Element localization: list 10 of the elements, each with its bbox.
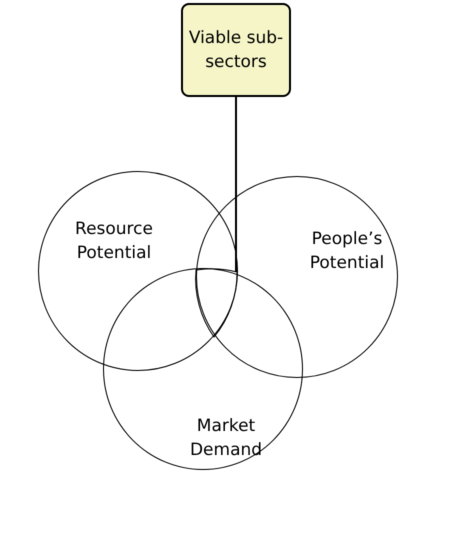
box-label: Viable sub-sectors: [188, 27, 284, 74]
circle-label: People’s Potential: [308, 228, 386, 275]
overlap-region: [194, 266, 239, 340]
leader-line: [235, 97, 237, 272]
label-box: [181, 3, 291, 97]
venn-circle: [38, 171, 238, 371]
circle-label: Market Demand: [188, 415, 264, 462]
circle-label: Resource Potential: [74, 218, 154, 265]
venn-circle: [196, 176, 398, 378]
venn-circle: [103, 268, 303, 470]
